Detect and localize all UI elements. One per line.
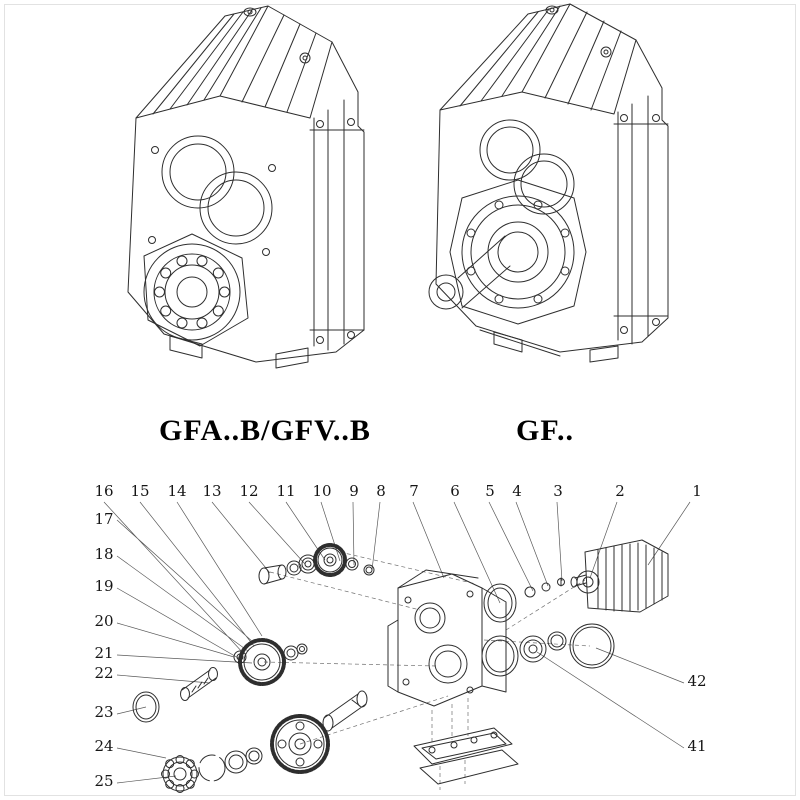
part-number-24: 24 (94, 737, 113, 755)
part-number-18: 18 (94, 545, 113, 563)
motor-unit (570, 539, 669, 613)
part-number-11: 11 (276, 482, 295, 500)
lower-output-group (161, 690, 368, 793)
part-number-42: 42 (687, 672, 706, 690)
part-number-41: 41 (687, 737, 706, 755)
part-number-20: 20 (94, 612, 113, 630)
axis-lines (263, 551, 591, 790)
part-number-7: 7 (409, 482, 419, 500)
housing (387, 569, 507, 707)
part-number-12: 12 (239, 482, 258, 500)
part-number-4: 4 (512, 482, 522, 500)
model-label-left: GFA..B/GFV..B (159, 414, 371, 447)
part-number-13: 13 (202, 482, 221, 500)
right-chain-group (481, 577, 615, 677)
part-number-17: 17 (94, 510, 113, 528)
part-number-3: 3 (553, 482, 563, 500)
part-number-21: 21 (94, 644, 113, 662)
upper-shaft-group (258, 543, 375, 585)
middle-gear-group (132, 638, 308, 723)
part-number-16: 16 (94, 482, 113, 500)
callout-numbers-left: 17 18 19 20 21 22 23 24 25 (94, 510, 113, 790)
part-number-15: 15 (130, 482, 149, 500)
part-number-1: 1 (692, 482, 702, 500)
gearbox-right-drawing (428, 3, 669, 363)
cover-plate-group (413, 727, 519, 785)
model-label-right: GF.. (516, 414, 574, 447)
part-number-10: 10 (312, 482, 331, 500)
callout-numbers-right: 42 41 (687, 672, 706, 755)
part-number-22: 22 (94, 664, 113, 682)
part-number-14: 14 (167, 482, 186, 500)
part-number-19: 19 (94, 577, 113, 595)
leader-lines (103, 501, 691, 784)
gearbox-right-housing (428, 3, 669, 363)
part-number-25: 25 (94, 772, 113, 790)
gearbox-left-drawing (127, 5, 365, 369)
part-number-2: 2 (615, 482, 625, 500)
part-number-23: 23 (94, 703, 113, 721)
part-number-6: 6 (450, 482, 460, 500)
part-number-8: 8 (376, 482, 386, 500)
part-number-5: 5 (485, 482, 495, 500)
gearbox-left-housing (127, 5, 365, 369)
exploded-parts-diagram: 16 15 14 13 12 11 10 9 8 7 6 5 4 3 2 1 1… (94, 482, 707, 793)
part-number-9: 9 (349, 482, 359, 500)
callout-numbers-top: 16 15 14 13 12 11 10 9 8 7 6 5 4 3 2 1 (94, 482, 701, 500)
